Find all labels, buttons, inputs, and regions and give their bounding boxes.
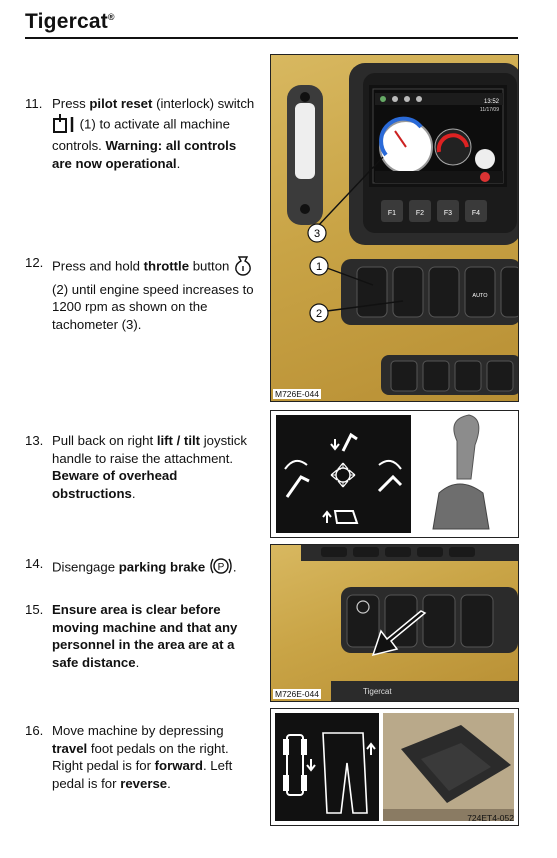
step-text-bold: Beware of overhead obstructions — [52, 468, 178, 501]
f3-key-label: F3 — [444, 210, 452, 217]
step-text-run: (interlock) switch — [152, 96, 255, 111]
svg-text:P: P — [218, 562, 225, 573]
step-text-run: Press — [52, 96, 90, 111]
parking-brake-photo: Tigercat M726E-044 — [270, 544, 519, 702]
step-number: 12. — [25, 255, 44, 270]
step-11: 11. Press pilot reset (interlock) switch … — [25, 95, 255, 172]
step-text: Move machine by depressing travel foot p… — [52, 722, 255, 792]
pointer-arrow-icon — [371, 610, 427, 657]
joystick-illustration — [276, 414, 490, 533]
step-number: 16. — [25, 723, 44, 738]
registered-mark: ® — [107, 12, 115, 22]
pedals-image-code: 724ET4-052 — [467, 813, 514, 823]
step-14: 14. Disengage parking brake P. — [25, 555, 255, 582]
pedals-figure: 724ET4-052 — [270, 708, 519, 826]
step-text-run: joystick handle to raise the attachment. — [52, 433, 247, 466]
step-text-run: Press and hold — [52, 258, 144, 274]
callout-3-circle — [307, 223, 327, 243]
step-12: 12. Press and hold throttle button (2) un… — [25, 254, 255, 333]
screen-time: 13:52 — [484, 99, 500, 105]
step-text-bold: forward — [154, 758, 203, 773]
f1-key-label: F1 — [388, 210, 396, 217]
step-text-run: . — [135, 654, 140, 670]
brand-title: Tigercat® — [25, 10, 115, 34]
step-text: Press pilot reset (interlock) switch (1)… — [52, 95, 255, 172]
dashboard-illustration: 3 1 2 13:52 11/17/09 F1 F2 F3 F4 AUTO — [287, 63, 518, 395]
parking-brake-illustration: Tigercat — [301, 545, 518, 701]
step-number: 11. — [25, 96, 43, 111]
callout-1-circle — [309, 256, 329, 276]
step-text-run: . — [131, 485, 136, 501]
step-text: Press and hold throttle button (2) until… — [52, 254, 255, 333]
step-text-run: . — [232, 559, 237, 575]
auto-switch-label: AUTO — [472, 293, 488, 299]
step-number: 13. — [25, 433, 44, 448]
step-text-bold: pilot reset — [89, 96, 153, 111]
parking-brake-icon: P — [209, 555, 233, 582]
step-text-bold: parking brake — [118, 559, 206, 575]
step-text-bold: Warning: all controls are now operationa… — [52, 138, 237, 171]
step-text-run: Pull back on right — [52, 433, 157, 448]
step-text-run: button — [189, 258, 234, 274]
step-text-run: . — [176, 155, 181, 171]
step-text-run: . Left pedal is for — [52, 758, 233, 791]
step-text: Pull back on right lift / tilt joystick … — [52, 432, 255, 502]
step-text: Ensure area is clear before moving machi… — [52, 601, 255, 671]
step-number: 14. — [25, 556, 44, 571]
dash-image-code: M726E-044 — [273, 389, 321, 399]
f2-key-label: F2 — [416, 210, 424, 217]
step-text-run: Disengage — [52, 559, 119, 575]
f4-key-label: F4 — [472, 210, 480, 217]
step-13: 13. Pull back on right lift / tilt joysti… — [25, 432, 255, 502]
joystick-figure — [270, 410, 519, 538]
throttle-button-icon — [233, 254, 253, 281]
panel-brand-label: Tigercat — [363, 687, 392, 696]
step-text-run: (1) to activate all machine controls. — [52, 116, 230, 153]
screen-date: 11/17/09 — [480, 107, 499, 113]
pedals-illustration — [275, 713, 514, 821]
step-15: 15. Ensure area is clear before moving ma… — [25, 601, 255, 671]
header-rule — [25, 37, 518, 39]
step-16: 16. Move machine by depressing travel foo… — [25, 722, 255, 792]
step-text-bold: travel — [52, 740, 88, 756]
callout-1-label: 1 — [316, 261, 322, 273]
step-text-run: . — [167, 775, 171, 791]
step-text-run: (2) until engine speed increases to 1200… — [52, 281, 254, 332]
step-number: 15. — [25, 602, 44, 617]
callout-2-label: 2 — [316, 308, 322, 320]
step-text-bold: lift / tilt — [156, 433, 201, 448]
step-text-bold: reverse — [120, 775, 168, 791]
step-text-bold: throttle — [143, 258, 190, 274]
dashboard-photo: 3 1 2 13:52 11/17/09 F1 F2 F3 F4 AUTO M7… — [270, 54, 519, 402]
brake-image-code: M726E-044 — [273, 689, 321, 699]
callout-3-label: 3 — [314, 228, 320, 240]
step-text-run: Move machine by depressing — [52, 723, 224, 738]
step-text: Disengage parking brake P. — [52, 555, 255, 582]
callout-2-circle — [309, 303, 329, 323]
step-text-bold: Ensure area is clear before moving machi… — [52, 602, 238, 670]
step-text-run: foot pedals on the right. Right pedal is… — [52, 740, 229, 774]
brand-name: Tigercat — [25, 10, 108, 33]
pilot-reset-switch-icon — [52, 113, 76, 138]
